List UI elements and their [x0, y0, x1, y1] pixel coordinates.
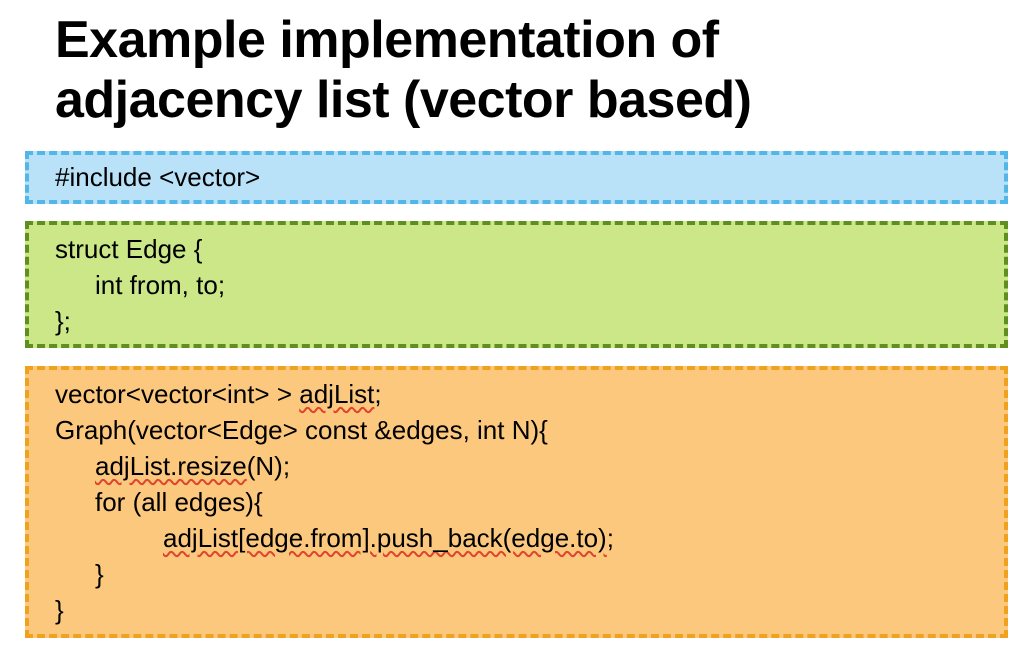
- code-text: ;: [374, 378, 382, 409]
- code-line-include: #include <vector>: [55, 159, 1004, 195]
- misspelled-token: adjList[edge.from].push_back(edge.to): [163, 522, 607, 553]
- struct-code-box: struct Edge { int from, to; };: [25, 220, 1008, 348]
- code-text: #include <vector>: [55, 161, 261, 192]
- code-text: ;: [606, 522, 614, 553]
- code-line-for-loop: for (all edges){: [55, 484, 1004, 520]
- code-text: vector<vector<int> >: [55, 378, 300, 409]
- code-line-struct-members: int from, to;: [55, 267, 1004, 303]
- code-text: Graph(vector<Edge> const &edges, int N){: [55, 414, 548, 445]
- code-line-struct-open: struct Edge {: [55, 231, 1004, 267]
- code-line-graph-signature: Graph(vector<Edge> const &edges, int N){: [55, 412, 1004, 448]
- code-line-push-back: adjList[edge.from].push_back(edge.to);: [55, 520, 1004, 556]
- code-text: for (all edges){: [95, 486, 263, 517]
- graph-code-box: vector<vector<int> > adjList; Graph(vect…: [25, 365, 1008, 638]
- misspelled-token: adjList: [299, 378, 375, 409]
- code-text: }: [95, 558, 104, 589]
- code-text: }: [55, 594, 64, 625]
- code-line-outer-brace: }: [55, 592, 1004, 628]
- code-text: (N);: [246, 450, 291, 481]
- misspelled-token: adjList.resize: [95, 450, 247, 481]
- code-line-adjlist-decl: vector<vector<int> > adjList;: [55, 376, 1004, 412]
- title-line-1: Example implementation of: [55, 11, 719, 69]
- title-line-2: adjacency list (vector based): [55, 71, 752, 130]
- code-text: };: [55, 305, 71, 336]
- code-line-struct-close: };: [55, 303, 1004, 339]
- code-text: struct Edge {: [55, 233, 203, 264]
- code-line-resize: adjList.resize(N);: [55, 448, 1004, 484]
- include-code-box: #include <vector>: [25, 150, 1008, 204]
- code-line-inner-brace: }: [55, 556, 1004, 592]
- code-text: int from, to;: [95, 269, 226, 300]
